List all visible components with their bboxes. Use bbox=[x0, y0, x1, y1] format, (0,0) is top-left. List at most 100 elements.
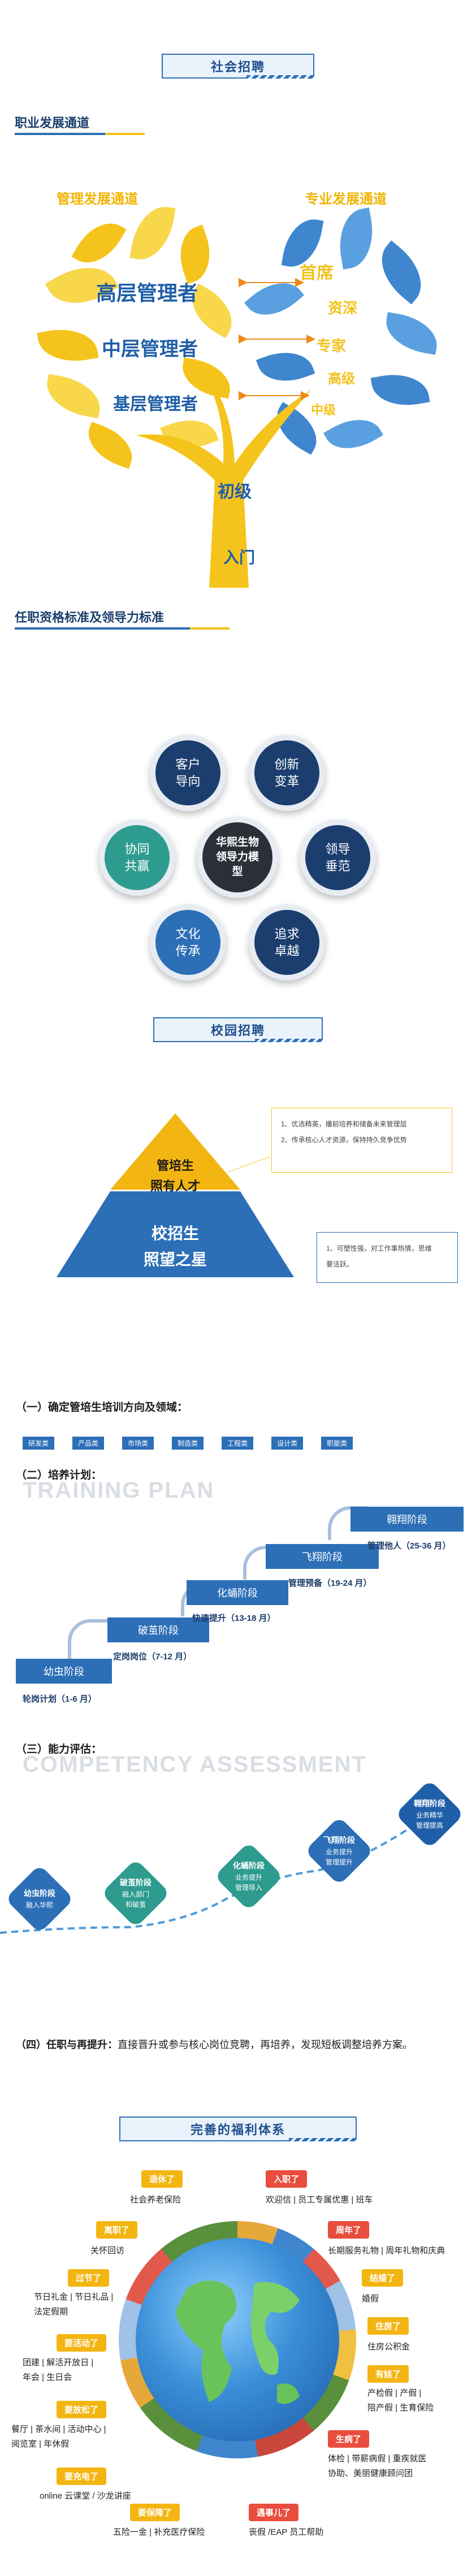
social-banner-label: 社会招聘 bbox=[210, 60, 265, 74]
direction-tag: 工程类 bbox=[222, 1437, 254, 1450]
benefit-text-marriage: 婚假 bbox=[362, 2294, 379, 2304]
pro-level-5: 中级 bbox=[311, 403, 336, 417]
stage-4-desc: 业务提升 管理提升 bbox=[325, 1848, 353, 1866]
stage-5-desc: 业务精华 管理提高 bbox=[416, 1811, 443, 1829]
benefit-text-sick: 体检 | 带薪病假 | 重疾就医 协助、美丽健康顾问团 bbox=[328, 2454, 427, 2478]
pro-level-2: 资深 bbox=[328, 300, 358, 316]
career-heading: 职业发展通道 bbox=[15, 116, 90, 130]
benefit-text-emergency: 丧假 /EAP 员工帮助 bbox=[249, 2527, 324, 2537]
benefit-text-activity: 团建 | 解活开放日 | 年会 | 生日会 bbox=[23, 2358, 94, 2382]
section3-title: （三）能力评估： bbox=[16, 1744, 102, 1755]
model-item-4: 领导垂范 bbox=[300, 819, 376, 896]
stage-2-name: 破茧阶段 bbox=[120, 1878, 152, 1887]
stage-1-name: 幼虫阶段 bbox=[24, 1889, 55, 1898]
yellow-leaf bbox=[129, 202, 176, 264]
training-plan-watermark: TRAINING PLAN bbox=[23, 1478, 215, 1503]
qual-heading-underline bbox=[15, 627, 230, 630]
assessment-watermark: COMPETENCY ASSESSMENT bbox=[23, 1752, 367, 1777]
plan-step-1: 幼虫阶段 bbox=[16, 1659, 112, 1684]
stage-4-name: 飞翔阶段 bbox=[323, 1836, 355, 1845]
direction-tag: 制造类 bbox=[172, 1437, 204, 1450]
benefit-label-activity: 要活动了 bbox=[57, 2334, 107, 2352]
plan-step-4: 飞翔阶段 bbox=[266, 1544, 379, 1569]
pro-level-3: 专家 bbox=[317, 337, 347, 354]
benefit-label-onboard: 入职了 bbox=[266, 2170, 308, 2188]
step-connector bbox=[68, 1619, 107, 1659]
section4: （四）任职与再提升：直接晋升或参与核心岗位竞聘，再培养，发现短板调整培养方案。 bbox=[16, 2037, 413, 2052]
direction-tag: 市场类 bbox=[122, 1437, 154, 1450]
social-banner: 社会招聘 bbox=[162, 54, 314, 79]
pyramid-bottom-box: 1、可塑性强，对工作事热情，思维 要活跃。 bbox=[317, 1232, 458, 1283]
pyramid-top-box-line-1: 1、优选精英，播前培养和储备未来管理层 bbox=[281, 1120, 407, 1128]
benefit-text-retire: 社会养老保险 bbox=[130, 2195, 181, 2205]
tree-trunk bbox=[136, 356, 311, 588]
campus-banner: 校园招聘 bbox=[153, 1017, 323, 1042]
benefit-label-holiday: 过节了 bbox=[68, 2269, 110, 2287]
pyramid-bottom-box-line-1: 1、可塑性强，对工作事热情，思维 bbox=[326, 1244, 432, 1252]
assessment-stage-5: 翱翔阶段 业务精华 管理提高 bbox=[395, 1779, 465, 1849]
yellow-leaf bbox=[42, 374, 105, 419]
pyramid-top-box-line-2: 2、传承核心人才资源，保持持久竞争优势 bbox=[281, 1136, 407, 1144]
pyramid-top-text: 管培生 照有人才 bbox=[150, 1159, 200, 1193]
model-item-3: 协同共赢 bbox=[99, 819, 175, 896]
direction-tag: 产品类 bbox=[72, 1437, 105, 1450]
step-connector bbox=[243, 1546, 283, 1580]
stage-3-desc: 业务提升 管理导入 bbox=[235, 1874, 262, 1892]
mgmt-level-3: 基层管理者 bbox=[113, 395, 198, 414]
step-connector bbox=[328, 1506, 367, 1540]
pro-level-4: 高级 bbox=[328, 371, 355, 387]
pro-track-title: 专业发展通道 bbox=[305, 192, 387, 207]
stage-2-desc: 融入部门 和破茧 bbox=[122, 1890, 149, 1909]
yellow-leaf bbox=[37, 323, 99, 368]
benefit-label-sick: 生病了 bbox=[328, 2430, 370, 2448]
qual-heading: 任职资格标准及领导力标准 bbox=[15, 610, 165, 625]
benefit-text-housing: 住房公积金 bbox=[367, 2342, 410, 2352]
plan-step-1-caption: 轮岗计划（1-6 月） bbox=[23, 1694, 97, 1704]
training-direction-tags: 研发类 产品类 市场类 制造类 工程类 设计类 职能类 bbox=[23, 1437, 353, 1450]
section2-title: （二）培养计划： bbox=[16, 1469, 102, 1481]
benefit-label-emergency: 遇事儿了 bbox=[249, 2504, 299, 2521]
mgmt-track-title: 管理发展通道 bbox=[57, 192, 138, 207]
benefit-text-relax: 餐厅 | 茶水间 | 活动中心 | 阅览室 | 年休假 bbox=[11, 2425, 106, 2449]
plan-step-2-caption: 定岗岗位（7-12 月） bbox=[113, 1652, 192, 1662]
blue-leaf bbox=[368, 240, 435, 305]
plan-step-2: 破茧阶段 bbox=[107, 1617, 209, 1642]
benefit-label-learn: 要充电了 bbox=[57, 2467, 107, 2485]
stage-1-desc: 融入华熙 bbox=[25, 1901, 53, 1909]
yellow-leaf bbox=[170, 224, 220, 284]
plan-step-4-caption: 管理预备（19-24 月） bbox=[288, 1578, 372, 1588]
mgmt-level-1: 高层管理者 bbox=[96, 281, 198, 305]
assessment-stage-3: 化蛹阶段 业务提升 管理导入 bbox=[214, 1841, 284, 1911]
benefit-label-anniversary: 周年了 bbox=[328, 2221, 370, 2239]
benefits-banner: 完善的福利体系 bbox=[119, 2117, 357, 2141]
level-arrows bbox=[239, 278, 315, 400]
section4-title: （四）任职与再提升： bbox=[16, 2039, 118, 2050]
blue-leaf bbox=[333, 207, 379, 270]
blue-leaf bbox=[370, 368, 430, 411]
plan-step-5: 翱翔阶段 bbox=[350, 1507, 464, 1532]
model-item-2: 创新变革 bbox=[249, 735, 325, 811]
assessment-stage-1: 幼虫阶段 融入华熙 bbox=[5, 1864, 75, 1934]
leadership-model: 客户导向 创新变革 协同共赢 华熙生物领导力模型 领导垂范 文化传承 追求卓越 bbox=[96, 723, 379, 995]
globe bbox=[136, 2238, 339, 2441]
model-item-6: 追求卓越 bbox=[249, 904, 325, 981]
benefit-label-marriage: 结婚了 bbox=[362, 2269, 404, 2287]
plan-step-3-caption: 快速提升（13-18 月） bbox=[192, 1614, 276, 1623]
career-heading-underline bbox=[15, 133, 145, 135]
model-item-5: 文化传承 bbox=[150, 904, 226, 981]
plan-step-5-caption: 管理他人（25-36 月） bbox=[367, 1541, 451, 1551]
direction-tag: 研发类 bbox=[23, 1437, 55, 1450]
career-tree: 管理发展通道 专业发展通道 高层管理者 中层管理者 基层管理者 首席 资深 专家… bbox=[34, 192, 442, 588]
pyramid-bottom-text: 校招生 照望之星 bbox=[143, 1225, 207, 1268]
direction-tag: 设计类 bbox=[271, 1437, 304, 1450]
assessment-stage-2: 破茧阶段 融入部门 和破茧 bbox=[101, 1858, 171, 1928]
trunk-level-2: 入门 bbox=[223, 549, 256, 566]
benefit-text-insurance: 五险一金 | 补充医疗保险 bbox=[113, 2527, 205, 2537]
pyramid-bottom-box-line-2: 要活跃。 bbox=[326, 1260, 354, 1268]
yellow-leaf bbox=[71, 213, 127, 274]
benefit-text-anniversary: 长期服务礼物 | 周年礼物和庆典 bbox=[328, 2246, 445, 2256]
benefit-text-leave: 关怀回访 bbox=[90, 2246, 125, 2256]
mgmt-level-2: 中层管理者 bbox=[102, 339, 198, 360]
benefit-label-baby: 有娃了 bbox=[367, 2365, 409, 2383]
globe-continents bbox=[175, 2280, 300, 2404]
